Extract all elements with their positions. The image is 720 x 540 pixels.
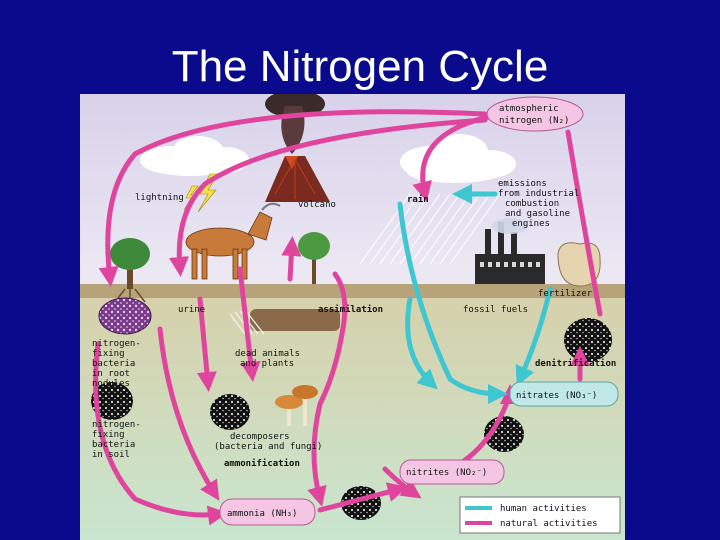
cloud-left [140,136,249,176]
assimilation-label: assimilation [318,304,383,315]
decomposer-bacteria-icon [210,394,250,430]
atmospheric-nitrogen-box [486,96,584,132]
emissions-label-5: engines [512,219,550,229]
root-bacteria-label-1: nitrogen- [92,339,141,349]
root-bacteria-label-3: bacteria [92,359,135,369]
rain-label: rain [407,194,429,205]
nitrates-box [509,381,619,407]
soil-bacteria-label-4: in soil [92,450,130,460]
ammonia-label: ammonia (NH₃) [227,509,297,519]
legend-natural-label: natural activities [500,519,598,529]
denitrification-label: denitrification [535,358,616,369]
soil-bacteria-label-1: nitrogen- [92,420,141,430]
root-bacteria-label-5: nodules [92,379,130,389]
tree-center-icon [298,232,330,284]
atmospheric-nitrogen-label-1: atmospheric [499,104,559,114]
decomposers-label-1: decomposers [230,432,290,442]
emissions-label-1: emissions [498,179,547,189]
ammonification-label: ammonification [224,458,300,469]
fossil-fuels-label: fossil fuels [463,305,528,315]
factory-icon [475,218,545,284]
legend-human-label: human activities [500,504,587,514]
soil-bacteria-label-2: fixing [92,430,125,440]
soil-bacteria-icon [91,382,133,420]
lightning-label: lightning [135,193,184,203]
nitrites-box [399,459,505,485]
soil-strip [80,284,625,298]
dead-label-2: and plants [240,359,294,369]
atmospheric-nitrogen-label-2: nitrogen (N₂) [499,116,569,126]
soil-bacteria-label-3: bacteria [92,440,135,450]
animal-icon [185,202,281,280]
cloud-right [400,134,516,183]
emissions-label-4: and gasoline [505,209,570,219]
denitrifying-bacteria-icon [564,318,612,362]
nitrites-label: nitrites (NO₂⁻) [406,468,487,478]
legend: human activities natural activities [459,496,621,534]
nitrates-label: nitrates (NO₃⁻) [516,391,597,401]
nitrogen-cycle-diagram: atmospheric nitrogen (N₂) nitrates (NO₃⁻… [80,94,625,540]
natural-arrows [93,109,603,526]
volcano-label: volcano [298,200,336,210]
emissions-label-3: combustion [505,199,559,209]
mushroom-icon [275,385,318,426]
root-bacteria-label-4: in root [92,369,130,379]
emissions-label-2: from industrial [498,189,579,199]
tree-left-icon [110,238,150,304]
human-arrows [397,184,553,404]
fertilizer-label: fertilizer [538,289,593,299]
ammonia-box [219,498,316,526]
root-bacteria-label-2: fixing [92,349,125,359]
volcano-icon [265,94,330,202]
root-nodule-bacteria-icon [98,297,152,335]
decomposers-label-2: (bacteria and fungi) [214,442,322,452]
urine-label: urine [178,305,205,315]
dead-label-1: dead animals [235,349,300,359]
slide-title: The Nitrogen Cycle [171,42,549,91]
